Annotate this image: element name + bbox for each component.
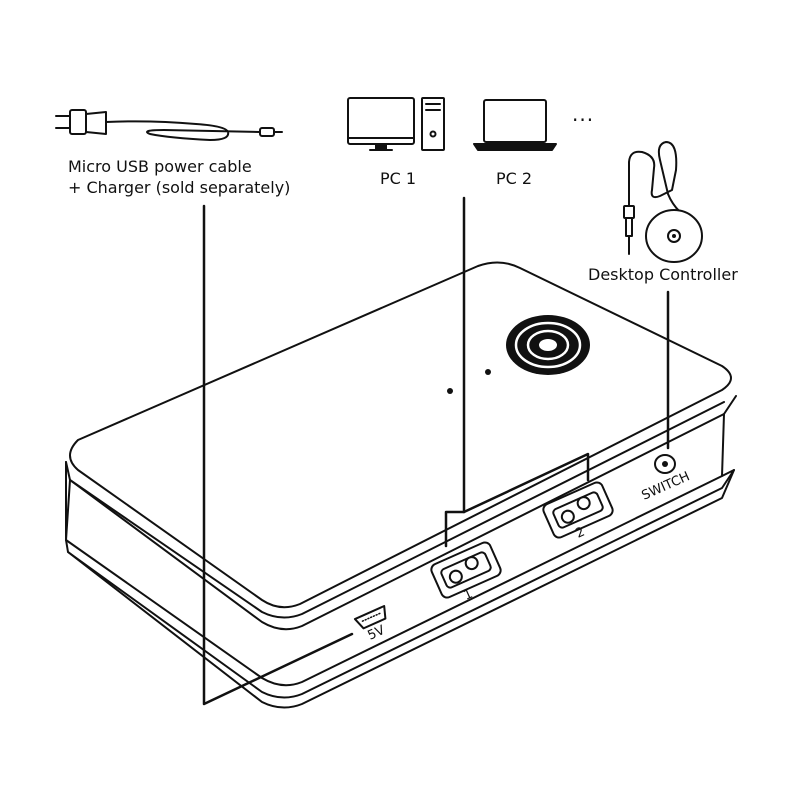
port-1-label: 1 [462,587,476,604]
laptop-icon [473,99,557,151]
usb-port-1[interactable] [429,541,502,600]
pc2-label: PC 2 [496,169,533,188]
power-port-label: 5V [366,623,388,644]
power-cable-label-line1: Micro USB power cable [68,157,252,176]
pc-tower-icon [421,97,445,151]
switch-target-button[interactable] [506,315,590,375]
desktop-controller-icon [623,141,703,263]
power-cable-label-line2: + Charger (sold separately) [68,178,291,197]
pc1-label: PC 1 [380,169,417,188]
kvm-device [65,261,737,709]
usb-port-2[interactable] [541,481,614,540]
power-cable-label: Micro USB power cable + Charger (sold se… [68,156,290,198]
micro-usb-5v-port [353,605,387,630]
switch-label: SWITCH [640,469,693,503]
monitor-icon [347,97,415,151]
pc-bracket-line [444,196,466,548]
device-top-face [69,261,732,609]
more-devices-ellipsis: ... [572,102,595,126]
pc-bracket-line-2 [462,452,590,514]
power-plug-icon [55,109,283,141]
device-top-bezel [65,395,737,631]
device-base [67,469,735,709]
device-bottom-band [65,469,735,699]
desktop-controller-label: Desktop Controller [588,265,738,284]
switch-jack[interactable] [654,454,676,474]
device-bottom-face [65,413,725,687]
leader-lines [202,196,670,706]
power-leader-line [202,204,354,706]
device-bezel-inner [69,401,725,619]
led-indicators [447,369,491,394]
